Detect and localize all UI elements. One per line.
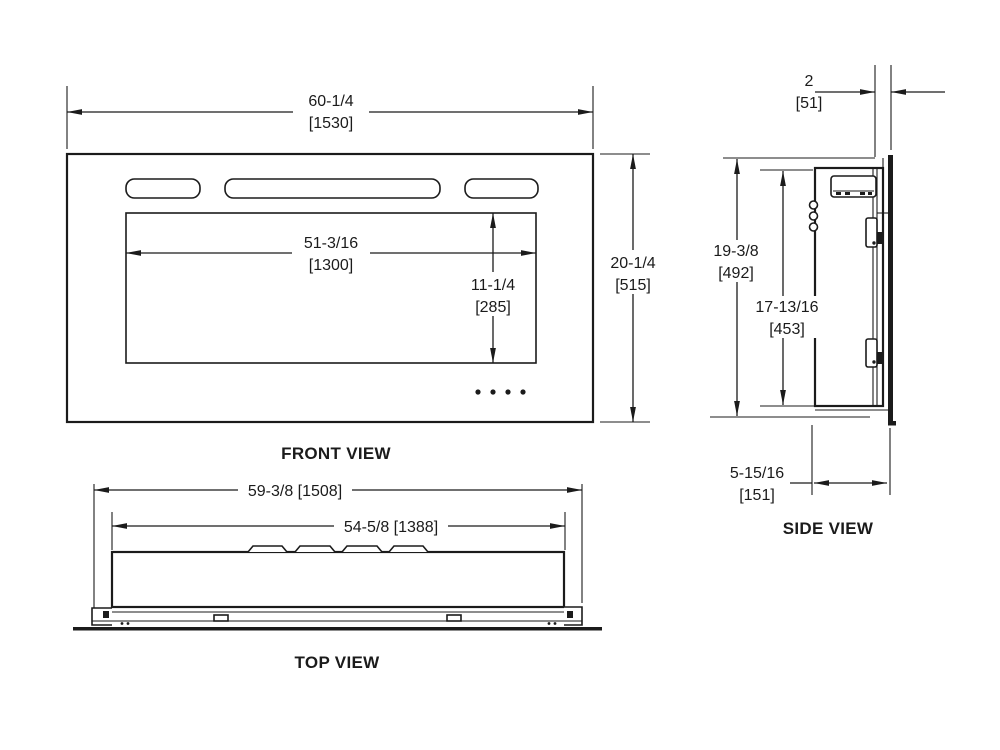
dim-glass-height-mm: [285] xyxy=(475,299,511,316)
dim-front-depth-mm: [51] xyxy=(796,95,823,112)
heater-box xyxy=(830,175,877,198)
front-view-title: FRONT VIEW xyxy=(281,444,391,463)
front-face-line xyxy=(73,627,602,631)
vent-slot-center xyxy=(224,178,441,199)
label-bg xyxy=(599,250,667,294)
dim-glass-width-in: 51-3/16 xyxy=(304,235,358,252)
side-view: 2 [51] xyxy=(704,65,945,538)
dim-side-overall-height-in: 19-3/8 xyxy=(713,243,758,260)
dim-side-overall-height-mm: [492] xyxy=(718,265,754,282)
side-view-title: SIDE VIEW xyxy=(783,519,874,538)
dim-overall-height-in: 20-1/4 xyxy=(610,255,655,272)
dim-overall-height-mm: [515] xyxy=(615,277,651,294)
control-dots xyxy=(475,389,526,395)
dim-front-depth-in: 2 xyxy=(805,73,814,90)
dim-recess-depth-in: 5-15/16 xyxy=(730,465,784,482)
dim-glass-height-in: 11-1/4 xyxy=(471,277,515,294)
front-flange xyxy=(91,606,583,626)
top-view: 59-3/8 [1508] 54-5/8 [1388] xyxy=(73,480,602,672)
label-bg xyxy=(238,480,352,500)
dim-side-body-height-mm: [453] xyxy=(769,321,805,338)
cord-coils xyxy=(808,200,819,232)
dim-recess-depth-mm: [151] xyxy=(739,487,775,504)
label-bg xyxy=(293,90,369,134)
label-bg xyxy=(461,272,525,316)
rear-louver-tabs xyxy=(247,545,429,553)
mounting-clip-lower xyxy=(865,338,884,368)
label-bg xyxy=(334,516,448,536)
label-bg xyxy=(704,240,768,282)
front-plate xyxy=(888,155,893,421)
dim-glass-width-mm: [1300] xyxy=(309,257,353,274)
top-view-title: TOP VIEW xyxy=(295,653,381,672)
top-body-outline xyxy=(110,550,566,609)
label-bg xyxy=(745,296,829,338)
dim-overall-width-in: 60-1/4 xyxy=(308,93,353,110)
dim-top-body-width: 54-5/8 [1388] xyxy=(344,519,438,536)
front-plate-foot xyxy=(888,421,896,426)
label-bg xyxy=(292,232,370,274)
mounting-clip-upper xyxy=(865,217,884,248)
dim-side-body-height-in: 17-13/16 xyxy=(755,299,818,316)
dim-top-overall-width: 59-3/8 [1508] xyxy=(248,483,342,500)
front-view: 60-1/4 [1530] 51-3/16 [1300] 11-1/4 [285… xyxy=(65,86,667,463)
vent-slot-right xyxy=(464,178,539,199)
vent-slot-left xyxy=(125,178,201,199)
dim-overall-width-mm: [1530] xyxy=(309,115,353,132)
